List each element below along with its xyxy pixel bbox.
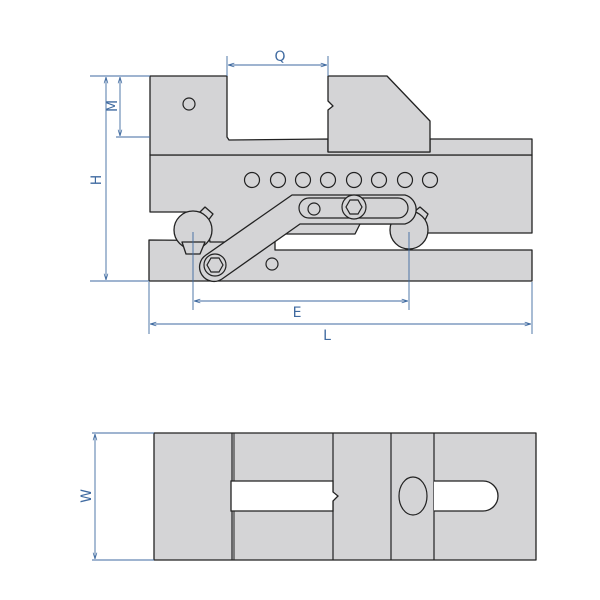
dimension-label-w: W [79, 489, 95, 503]
dimension-label-l: L [323, 328, 331, 344]
dimension-label-e: E [293, 305, 302, 321]
dimension-label-m: M [105, 100, 121, 112]
jaw-slot [230, 480, 339, 512]
top-view: W [79, 432, 537, 561]
dimension-l: L [148, 282, 533, 344]
moving-jaw [327, 75, 431, 153]
dimension-e: E [192, 232, 410, 321]
dimension-h: H [89, 77, 149, 282]
dimension-m: M [90, 75, 150, 138]
base-hole [265, 257, 279, 271]
dimension-q: Q [226, 49, 329, 76]
roller-block [181, 241, 206, 255]
hex-bolt-icon [206, 257, 224, 273]
hole-row [243, 171, 439, 189]
dimension-w: W [79, 432, 154, 561]
dimension-label-h: H [89, 175, 105, 186]
side-view: Q M H E L [89, 49, 533, 344]
dimension-label-q: Q [274, 49, 285, 65]
hex-bolt-icon [345, 199, 363, 215]
rounded-slot [434, 480, 499, 512]
jaw-hole [182, 97, 196, 111]
slot-pin [307, 202, 321, 216]
oval-hole [398, 476, 428, 516]
